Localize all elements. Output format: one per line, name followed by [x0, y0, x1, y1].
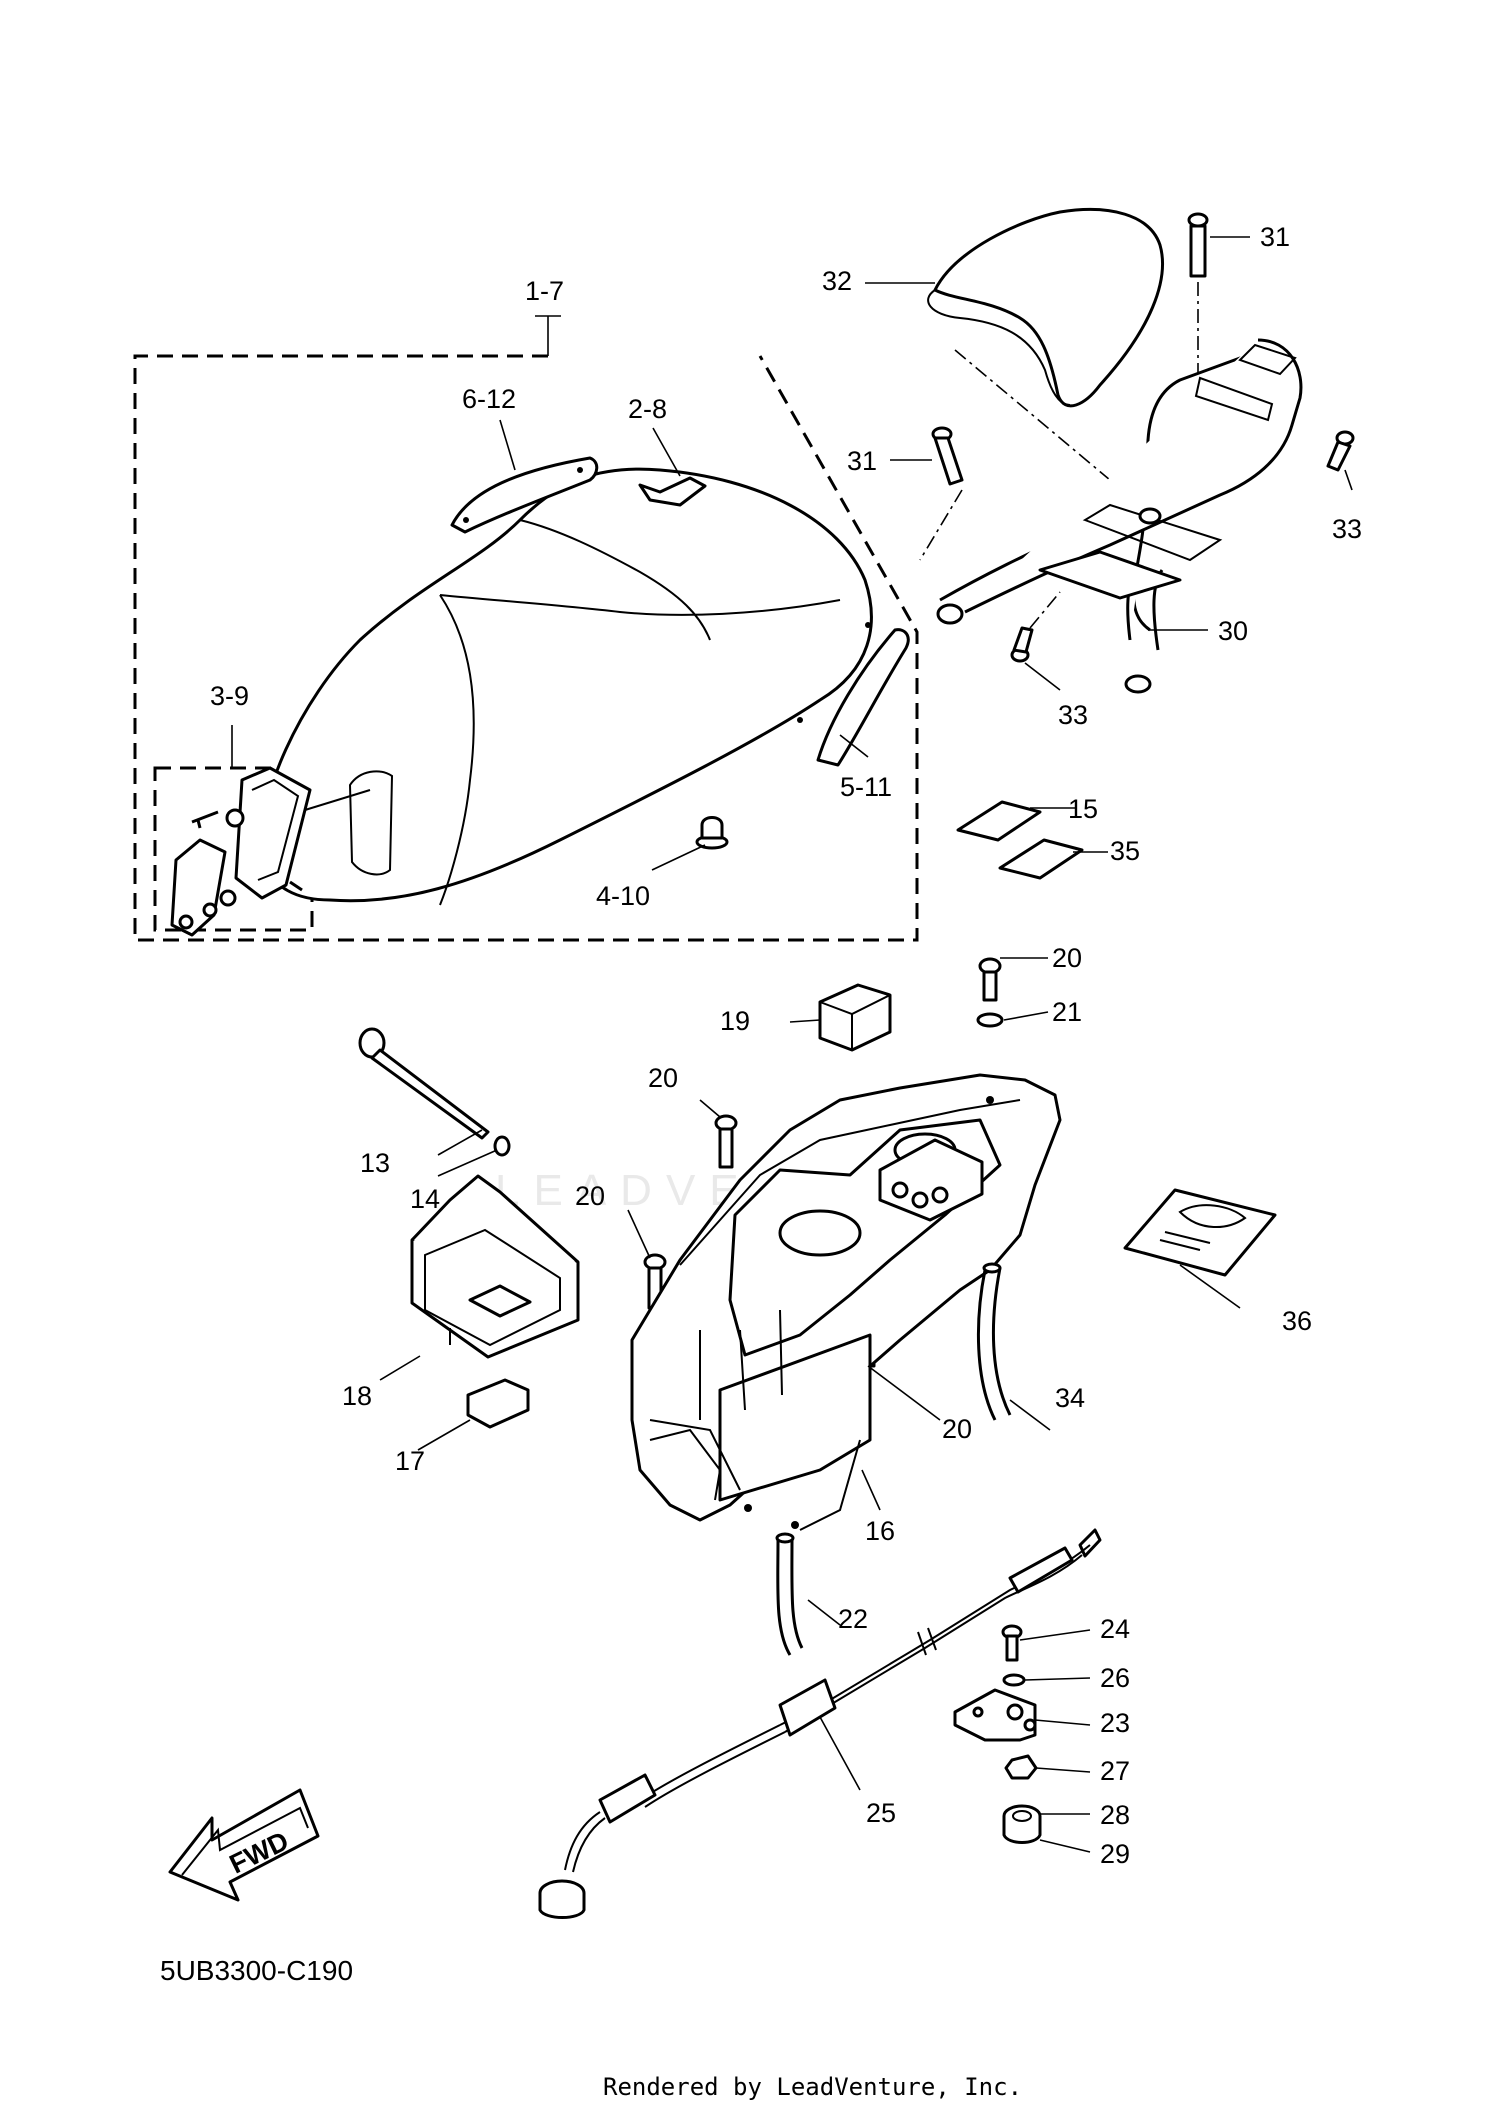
hose-part[interactable] — [775, 1532, 804, 1656]
rod-part[interactable] — [358, 1027, 490, 1140]
washer-part[interactable] — [1002, 1673, 1026, 1687]
callout-16: 16 — [865, 1516, 895, 1546]
callout-30: 30 — [1218, 616, 1248, 646]
callout-2-8: 2-8 — [628, 394, 667, 424]
callout-20-mid: 20 — [648, 1063, 678, 1093]
callout-31-top: 31 — [1260, 222, 1290, 252]
callout-13: 13 — [360, 1148, 390, 1178]
callout-4-10: 4-10 — [596, 881, 650, 911]
washer-part[interactable] — [976, 1012, 1004, 1028]
callout-24: 24 — [1100, 1614, 1130, 1644]
bolt-part[interactable] — [714, 1114, 738, 1169]
callout-28: 28 — [1100, 1800, 1130, 1830]
pad-part[interactable] — [466, 1378, 530, 1429]
callout-23: 23 — [1100, 1708, 1130, 1738]
bolt-part[interactable] — [1010, 626, 1034, 663]
callout-21: 21 — [1052, 997, 1082, 1027]
callout-25: 25 — [866, 1798, 896, 1828]
clip-part[interactable] — [493, 1135, 511, 1157]
label-sticker-part[interactable] — [998, 838, 1084, 880]
callout-20-right: 20 — [942, 1414, 972, 1444]
bolt-part[interactable] — [1187, 212, 1209, 278]
owners-manual-part[interactable] — [1123, 1188, 1277, 1277]
callout-35: 35 — [1110, 836, 1140, 866]
seat-lock-cable-part[interactable] — [538, 1528, 1102, 1919]
callout-20-top: 20 — [1052, 943, 1082, 973]
callout-1-7: 1-7 — [525, 276, 564, 306]
callout-27: 27 — [1100, 1756, 1130, 1786]
emblem-part[interactable] — [450, 456, 599, 534]
seat-lock-part[interactable] — [170, 766, 371, 937]
lock-bracket-part[interactable] — [953, 1688, 1037, 1742]
callout-3-9: 3-9 — [210, 681, 249, 711]
lock-cylinder-part[interactable] — [1002, 1804, 1042, 1844]
callout-17: 17 — [395, 1446, 425, 1476]
callout-20-left: 20 — [575, 1181, 605, 1211]
callout-29: 29 — [1100, 1839, 1130, 1869]
hose-part[interactable] — [976, 1262, 1012, 1421]
bolt-part[interactable] — [978, 957, 1002, 1002]
tray-part[interactable] — [410, 1174, 580, 1359]
rendered-by-credit: Rendered by LeadVenture, Inc. — [603, 2073, 1022, 2101]
callout-18: 18 — [342, 1381, 372, 1411]
storage-box-part[interactable] — [630, 1073, 1062, 1531]
bolt-part[interactable] — [1326, 430, 1355, 472]
callout-22: 22 — [838, 1604, 868, 1634]
callout-33-left: 33 — [1058, 700, 1088, 730]
side-strip-part[interactable] — [816, 628, 910, 767]
callout-5-11: 5-11 — [840, 772, 892, 802]
callout-34: 34 — [1055, 1383, 1085, 1413]
callout-26: 26 — [1100, 1663, 1130, 1693]
bolt-part[interactable] — [931, 426, 964, 486]
callout-14: 14 — [410, 1184, 440, 1214]
pillion-pad-part[interactable] — [927, 208, 1164, 408]
callout-36: 36 — [1282, 1306, 1312, 1336]
seat-group-boundary — [133, 354, 919, 942]
damper-part[interactable] — [695, 816, 729, 850]
nut-part[interactable] — [1004, 1754, 1038, 1780]
callout-33-right: 33 — [1332, 514, 1362, 544]
pad-part[interactable] — [818, 983, 892, 1052]
diagram-code: 5UB3300-C190 — [160, 1955, 353, 1986]
seat-lock-group-boundary — [153, 766, 314, 932]
bolt-part[interactable] — [1001, 1624, 1023, 1662]
label-sticker-part[interactable] — [956, 800, 1042, 842]
seat-part[interactable] — [259, 467, 873, 906]
callout-31-left: 31 — [847, 446, 877, 476]
callout-15: 15 — [1068, 794, 1098, 824]
callout-32: 32 — [822, 266, 852, 296]
carrier-part[interactable] — [936, 338, 1303, 694]
callout-19: 19 — [720, 1006, 750, 1036]
fwd-arrow: FWD — [168, 1788, 320, 1902]
callout-6-12: 6-12 — [462, 384, 516, 414]
